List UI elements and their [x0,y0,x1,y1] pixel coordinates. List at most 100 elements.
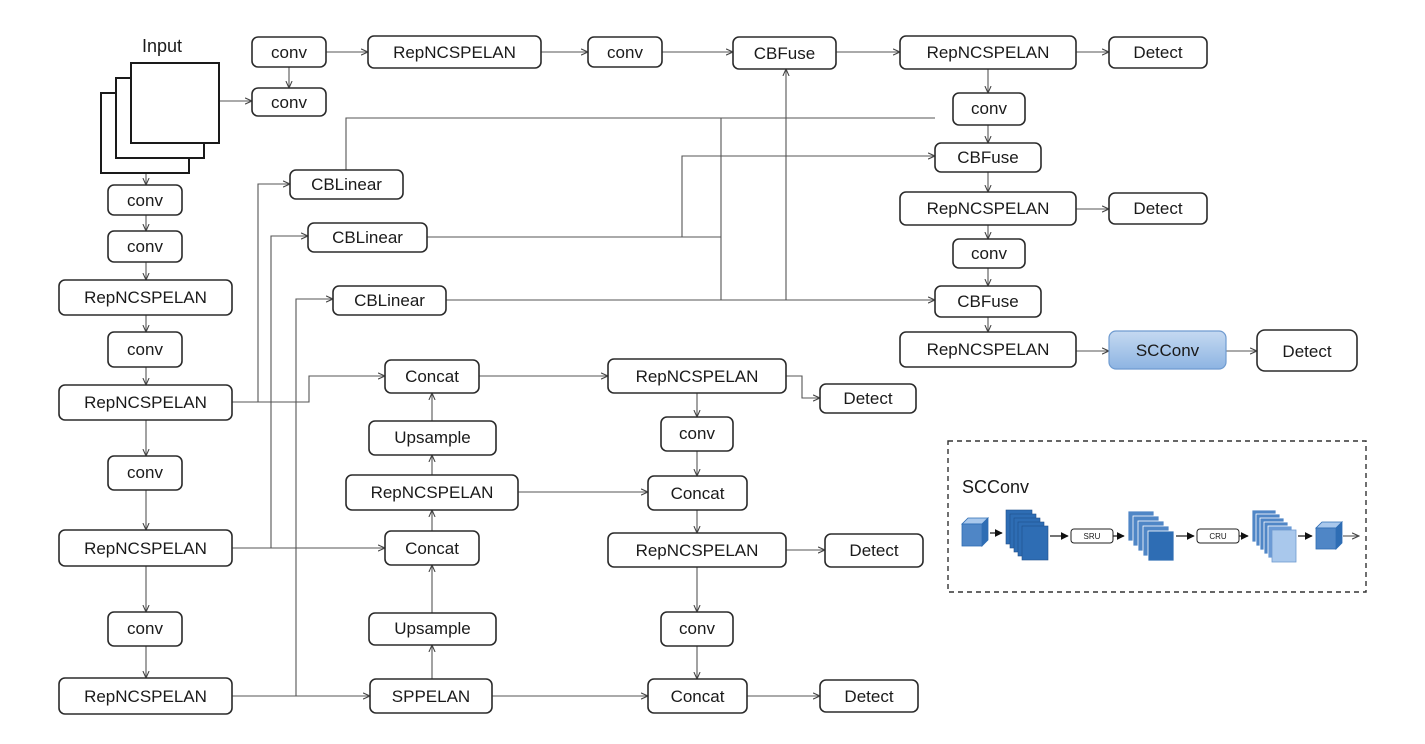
cru-label: CRU [1209,532,1227,541]
node-label: Concat [405,539,459,558]
node-label: RepNCSPELAN [393,43,516,62]
node-conv-h1: conv [660,416,734,452]
node-label: conv [679,619,715,638]
node-concat-n2: Concat [384,530,480,566]
node-repncspelan-n1: RepNCSPELAN [345,474,519,511]
node-label: conv [127,191,163,210]
node-label: Detect [849,541,898,560]
node-label: Detect [1133,199,1182,218]
scconv-inset-title: SCConv [962,477,1029,497]
node-label: Detect [844,687,893,706]
node-sppelan: SPPELAN [369,678,493,714]
node-repncspelan-r3: RepNCSPELAN [899,331,1077,368]
nodes: conv conv RepNCSPELAN conv CBFuse RepNCS… [58,35,1358,715]
node-label: RepNCSPELAN [84,288,207,307]
node-detect-h1: Detect [819,383,917,414]
node-label: conv [607,43,643,62]
node-conv-top-2: conv [251,87,327,117]
node-conv-top-3: conv [587,36,663,68]
node-repncspelan-b3: RepNCSPELAN [58,529,233,567]
node-cblinear-1: CBLinear [289,169,404,200]
node-label: RepNCSPELAN [84,539,207,558]
node-detect-r1: Detect [1108,36,1208,69]
node-label: conv [971,244,1007,263]
node-label: CBLinear [354,291,425,310]
node-label: Concat [405,367,459,386]
node-label: CBLinear [311,175,382,194]
node-cblinear-2: CBLinear [307,222,428,253]
node-label: RepNCSPELAN [927,43,1050,62]
node-label: RepNCSPELAN [927,340,1050,359]
node-label: RepNCSPELAN [636,541,759,560]
node-upsample-n1: Upsample [368,420,497,456]
node-scconv: SCConv [1108,330,1227,370]
output-cube-icon [1315,521,1343,550]
node-label: conv [127,340,163,359]
node-conv-r2: conv [952,238,1026,269]
node-label: conv [127,619,163,638]
node-label: RepNCSPELAN [636,367,759,386]
node-conv-h2: conv [660,611,734,647]
node-conv-b2: conv [107,230,183,263]
node-label: Concat [671,484,725,503]
node-concat-h1: Concat [647,475,748,511]
node-repncspelan-r1: RepNCSPELAN [899,35,1077,70]
node-repncspelan-b1: RepNCSPELAN [58,279,233,316]
node-repncspelan-top: RepNCSPELAN [367,35,542,69]
node-label: conv [127,237,163,256]
node-label: conv [127,463,163,482]
node-detect-h3: Detect [819,679,919,713]
node-label: RepNCSPELAN [927,199,1050,218]
node-concat-h2: Concat [647,678,748,714]
feature-stack-icon [1005,509,1049,561]
input-cube-icon [961,517,989,547]
node-conv-b4: conv [107,455,183,491]
node-label: Upsample [394,619,471,638]
node-label: CBLinear [332,228,403,247]
node-label: RepNCSPELAN [371,483,494,502]
feature-stack-icon [1127,510,1175,562]
node-label: conv [971,99,1007,118]
node-cbfuse-r3: CBFuse [934,285,1042,318]
node-label: Detect [1133,43,1182,62]
node-conv-b1: conv [107,184,183,216]
node-concat-n1: Concat [384,359,480,394]
sru-label: SRU [1084,532,1101,541]
node-repncspelan-h2: RepNCSPELAN [607,532,787,568]
node-repncspelan-b4: RepNCSPELAN [58,677,233,715]
scconv-inset: SCConv SRU [947,440,1367,593]
node-conv-r1: conv [952,92,1026,126]
node-label: conv [271,43,307,62]
feature-stack-icon [1251,509,1297,563]
node-label: SPPELAN [392,687,470,706]
node-detect-h2: Detect [824,533,924,568]
cru-block: CRU [1196,528,1240,544]
node-label: SCConv [1136,341,1200,360]
node-conv-b5: conv [107,611,183,647]
node-label: Detect [843,389,892,408]
node-label: RepNCSPELAN [84,687,207,706]
node-label: Concat [671,687,725,706]
node-label: Detect [1282,342,1331,361]
node-label: RepNCSPELAN [84,393,207,412]
node-conv-b3: conv [107,331,183,368]
node-label: CBFuse [957,148,1018,167]
node-detect-r3: Detect [1256,329,1358,372]
node-label: CBFuse [957,292,1018,311]
sru-block: SRU [1070,528,1114,544]
node-label: conv [271,93,307,112]
input-stack: Input [100,36,220,174]
connections [146,52,1257,696]
node-repncspelan-b2: RepNCSPELAN [58,384,233,421]
node-repncspelan-r2: RepNCSPELAN [899,191,1077,226]
node-cbfuse-r2: CBFuse [934,142,1042,173]
node-detect-r2: Detect [1108,192,1208,225]
node-label: Upsample [394,428,471,447]
node-label: CBFuse [754,44,815,63]
node-label: conv [679,424,715,443]
node-repncspelan-h1: RepNCSPELAN [607,358,787,394]
input-label: Input [142,36,182,56]
node-conv-top: conv [251,36,327,68]
node-cblinear-3: CBLinear [332,285,447,316]
